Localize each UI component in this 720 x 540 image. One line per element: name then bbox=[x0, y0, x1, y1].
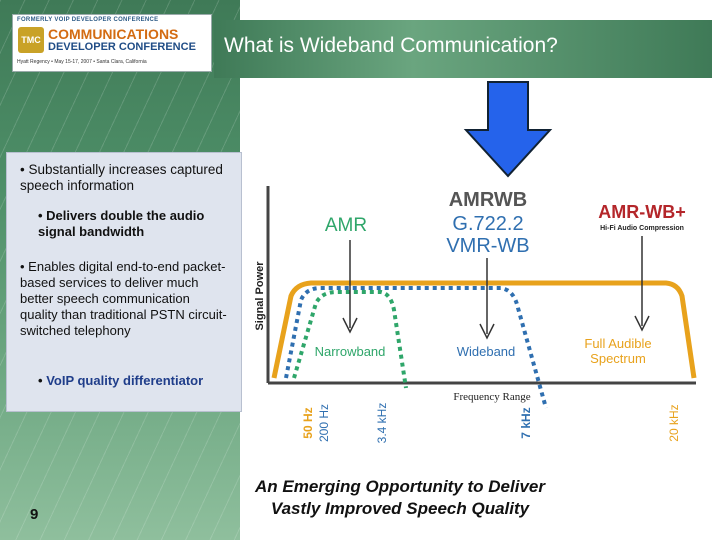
logo-name-line1: COMMUNICATIONS bbox=[48, 26, 179, 42]
full-audible-label-2: Spectrum bbox=[590, 351, 646, 366]
y-axis-label: Signal Power bbox=[254, 261, 266, 331]
tick-20khz: 20 kHz bbox=[667, 404, 681, 441]
down-arrow-icon bbox=[463, 81, 553, 178]
bullet-panel bbox=[6, 152, 242, 412]
amrwbplus-logo-box bbox=[596, 196, 692, 232]
tick-3-4khz: 3.4 kHz bbox=[375, 403, 389, 444]
bullet-2: • Delivers double the audio signal bandw… bbox=[38, 208, 205, 239]
bullet-4-marker: • bbox=[38, 373, 43, 388]
tick-7khz: 7 kHz bbox=[519, 407, 533, 438]
amr-label: AMR bbox=[325, 215, 367, 236]
tagline-line-1: An Emerging Opportunity to Deliver bbox=[255, 477, 545, 496]
amrwb-label: AMRWB bbox=[449, 189, 528, 211]
tagline-text: An Emerging Opportunity to Deliver Vastl… bbox=[200, 476, 600, 520]
x-axis-label: Frequency Range bbox=[453, 391, 530, 403]
wideband-label: Wideband bbox=[457, 344, 516, 359]
amr-pointer-head bbox=[342, 317, 358, 334]
vmrwb-label: VMR-WB bbox=[446, 235, 529, 257]
g722-label: G.722.2 bbox=[452, 213, 523, 235]
tick-200hz: 200 Hz bbox=[317, 404, 331, 442]
logo-badge: TMC bbox=[18, 27, 44, 53]
narrowband-label: Narrowband bbox=[315, 344, 386, 359]
wideband-curve bbox=[284, 286, 548, 409]
tick-50hz: 50 Hz bbox=[301, 407, 315, 438]
logo-name-line2: DEVELOPER CONFERENCE bbox=[48, 41, 196, 53]
slide-title: What is Wideband Communication? bbox=[224, 34, 558, 57]
bullet-3: • Enables digital end-to-end packet-base… bbox=[20, 259, 227, 338]
bullet-4-text: VoIP quality differentiator bbox=[46, 373, 204, 388]
tagline-line-2: Vastly Improved Speech Quality bbox=[270, 499, 530, 518]
fullband-pointer-head bbox=[634, 315, 650, 332]
wideband-pointer-head bbox=[479, 323, 495, 340]
wideband-diagram: Signal Power Frequency Range AMR AMRWB G… bbox=[254, 186, 697, 444]
bullet-4: • VoIP quality differentiator bbox=[38, 373, 238, 389]
amrwbplus-logo: AMR-WB+ bbox=[598, 202, 686, 222]
conference-logo: FORMERLY VOIP DEVELOPER CONFERENCE TMC C… bbox=[12, 14, 212, 72]
bullet-1: • Substantially increases captured speec… bbox=[20, 162, 223, 193]
narrowband-curve bbox=[292, 290, 408, 389]
amrwbplus-subtitle: Hi-Fi Audio Compression bbox=[600, 225, 684, 232]
logo-venue: Hyatt Regency • May 15-17, 2007 • Santa … bbox=[17, 59, 147, 65]
full-audible-label-1: Full Audible bbox=[584, 336, 651, 351]
fullband-curve bbox=[271, 280, 697, 379]
title-bar bbox=[214, 20, 712, 78]
logo-tagline: FORMERLY VOIP DEVELOPER CONFERENCE bbox=[17, 17, 159, 23]
page-number: 9 bbox=[30, 506, 39, 523]
